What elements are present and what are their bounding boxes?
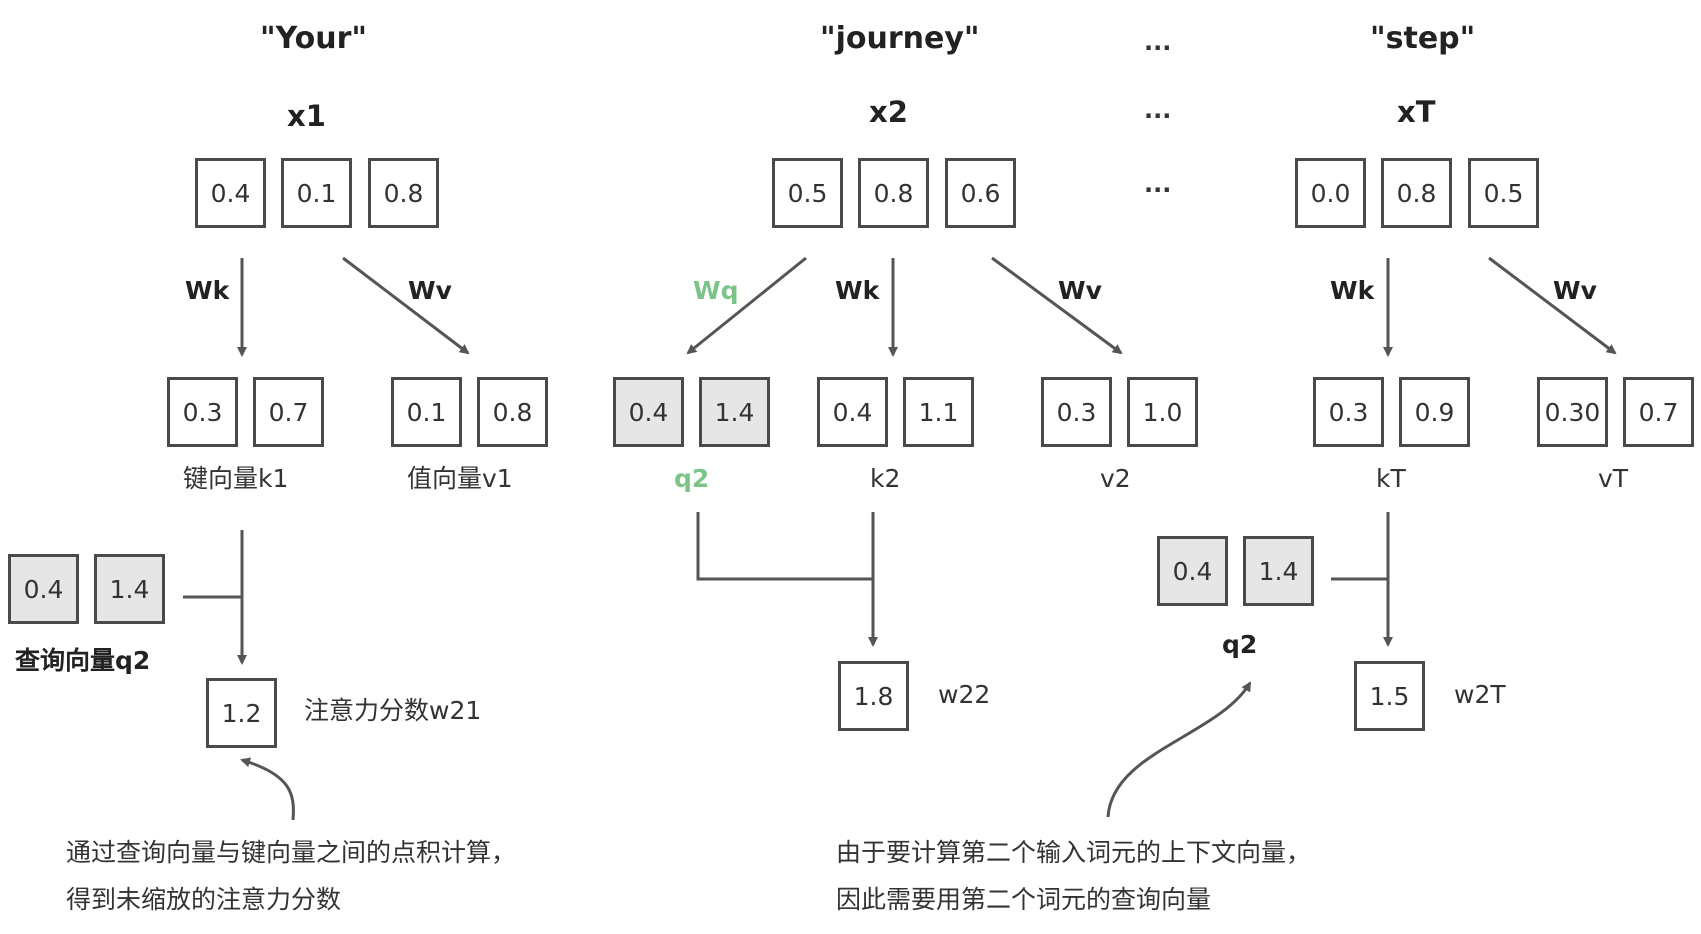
query-right-value-1: 0.4 <box>1157 536 1228 606</box>
v1-value-2: 0.8 <box>477 377 548 447</box>
token-word-journey: "journey" <box>820 21 980 56</box>
vT-value-1: 0.30 <box>1537 377 1608 447</box>
score-w21-label: 注意力分数w21 <box>304 696 482 725</box>
vector-label-k2: k2 <box>870 464 901 493</box>
vector-label-vT: vT <box>1598 464 1629 493</box>
query-left-value-2: 1.4 <box>94 554 165 624</box>
vector-label-k1: 键向量k1 <box>183 464 289 493</box>
vector-label-kT: kT <box>1376 464 1406 493</box>
score-w21-box: 1.2 <box>206 678 277 748</box>
arrow-x1-wv <box>342 256 470 355</box>
v2-value-1: 0.3 <box>1041 377 1112 447</box>
weight-label-wq: Wq <box>693 276 739 305</box>
token-word-your: "Your" <box>260 21 367 56</box>
pointer-left-caption <box>240 757 295 821</box>
v1-value-1: 0.1 <box>391 377 462 447</box>
vector-label-v2: v2 <box>1100 464 1131 493</box>
arrow-x2-wq <box>686 256 807 355</box>
k2-value-2: 1.1 <box>903 377 974 447</box>
x1-value-1: 0.4 <box>195 158 266 228</box>
line-q2-to-k2 <box>696 512 873 581</box>
query-right-value-2: 1.4 <box>1243 536 1314 606</box>
weight-label-wk-2: Wk <box>835 276 880 305</box>
xT-value-1: 0.0 <box>1295 158 1366 228</box>
ellipsis-x: ... <box>1144 96 1172 124</box>
weight-label-wv-3: Wv <box>1553 276 1597 305</box>
xT-value-2: 0.8 <box>1381 158 1452 228</box>
x2-value-1: 0.5 <box>772 158 843 228</box>
k1-value-2: 0.7 <box>253 377 324 447</box>
query-left-value-1: 0.4 <box>8 554 79 624</box>
kT-value-2: 0.9 <box>1399 377 1470 447</box>
caption-right-line1: 由于要计算第二个输入词元的上下文向量， <box>836 838 1312 867</box>
x1-value-2: 0.1 <box>281 158 352 228</box>
k1-value-1: 0.3 <box>167 377 238 447</box>
score-w22-label: w22 <box>938 680 991 709</box>
x2-value-3: 0.6 <box>945 158 1016 228</box>
weight-label-wv-2: Wv <box>1058 276 1102 305</box>
kT-value-1: 0.3 <box>1313 377 1384 447</box>
weight-label-wk-3: Wk <box>1330 276 1375 305</box>
vector-label-q2: q2 <box>674 464 710 493</box>
caption-left: 通过查询向量与键向量之间的点积计算，得到未缩放的注意力分数 <box>66 838 517 914</box>
input-label-x2: x2 <box>869 95 908 129</box>
input-label-x1: x1 <box>287 99 326 133</box>
query-left-label: 查询向量q2 <box>15 646 151 675</box>
weight-label-wk-1: Wk <box>185 276 230 305</box>
x1-value-3: 0.8 <box>368 158 439 228</box>
vector-label-v1: 值向量v1 <box>407 464 513 493</box>
x2-value-2: 0.8 <box>858 158 929 228</box>
arrow-xT-wv <box>1488 256 1617 355</box>
ellipsis-top: ... <box>1144 28 1172 56</box>
caption-right-line2: 因此需要用第二个词元的查询向量 <box>836 885 1212 914</box>
arrow-x2-wv <box>991 256 1123 355</box>
ellipsis-vector: ... <box>1144 170 1172 198</box>
score-w2T-label: w2T <box>1454 680 1506 709</box>
vT-value-2: 0.7 <box>1623 377 1694 447</box>
k2-value-1: 0.4 <box>817 377 888 447</box>
xT-value-3: 0.5 <box>1468 158 1539 228</box>
query-right-label: q2 <box>1222 630 1258 659</box>
pointer-right-caption <box>1106 681 1252 818</box>
score-w2T-box: 1.5 <box>1354 661 1425 731</box>
score-w22-box: 1.8 <box>838 661 909 731</box>
input-label-xT: xT <box>1397 95 1436 129</box>
v2-value-2: 1.0 <box>1127 377 1198 447</box>
token-word-step: "step" <box>1370 21 1476 56</box>
q2-value-2: 1.4 <box>699 377 770 447</box>
q2-value-1: 0.4 <box>613 377 684 447</box>
weight-label-wv-1: Wv <box>408 276 452 305</box>
